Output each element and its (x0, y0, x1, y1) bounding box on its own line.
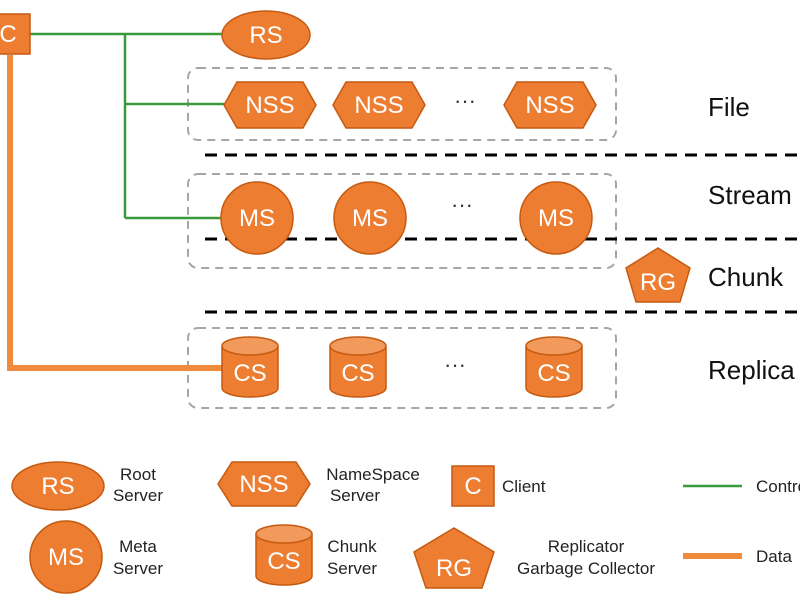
cs-label-2: CS (341, 360, 374, 387)
legend-client-label: Client (502, 477, 546, 496)
ms-label-3: MS (538, 205, 574, 232)
cs-node-2: CS (329, 336, 387, 398)
legend-rs-line1: Root (120, 465, 156, 484)
cs-label-1: CS (233, 360, 266, 387)
legend-cs-line1: Chunk (327, 537, 377, 556)
nss-label-3: NSS (525, 92, 574, 119)
control-lines (30, 32, 224, 220)
legend-rg-line2: Garbage Collector (517, 559, 655, 578)
ms-node-2: MS (333, 181, 407, 255)
legend-cs-line2: Server (327, 559, 377, 578)
legend: RS Root Server NSS NameSpace Server C Cl… (11, 461, 800, 594)
layer-label-stream: Stream (708, 180, 792, 210)
nss-label-1: NSS (245, 92, 294, 119)
ms-node-3: MS (519, 181, 593, 255)
legend-data-label: Data (756, 547, 792, 566)
ms-label-1: MS (239, 205, 275, 232)
layer-label-file: File (708, 92, 750, 122)
nss-node-3: NSS (503, 81, 597, 129)
layer-label-replica: Replica (708, 355, 795, 385)
root-server-node: RS (221, 10, 311, 60)
legend-ms-line2: Server (113, 559, 163, 578)
rg-label: RG (640, 269, 676, 296)
nss-node-1: NSS (223, 81, 317, 129)
rg-node: RG (625, 247, 691, 303)
svg-text:RS: RS (41, 473, 74, 500)
nss-ellipsis: ··· (454, 88, 476, 113)
nss-node-2: NSS (332, 81, 426, 129)
cs-node-3: CS (525, 336, 583, 398)
ms-label-2: MS (352, 205, 388, 232)
data-line (7, 55, 222, 371)
legend-rg-symbol: RG (413, 527, 495, 589)
legend-nss-symbol: NSS (217, 461, 311, 507)
svg-text:RG: RG (436, 555, 472, 582)
stream-layer-group (187, 173, 617, 269)
cs-node-1: CS (221, 336, 279, 398)
legend-rg-line1: Replicator (548, 537, 625, 556)
legend-rs-symbol: RS (11, 461, 105, 511)
svg-text:CS: CS (267, 548, 300, 575)
root-server-label: RS (249, 22, 282, 49)
legend-ms-symbol: MS (29, 520, 103, 594)
legend-c-symbol: C (451, 465, 495, 507)
legend-nss-line1: NameSpace (326, 465, 420, 484)
client-label: C (0, 21, 17, 48)
client-node: C (0, 13, 31, 55)
layer-label-chunk: Chunk (708, 262, 784, 292)
cs-label-3: CS (537, 360, 570, 387)
nss-label-2: NSS (354, 92, 403, 119)
ms-ellipsis: ··· (451, 192, 473, 217)
legend-control-label: Control (756, 477, 800, 496)
svg-text:NSS: NSS (239, 471, 288, 498)
svg-text:MS: MS (48, 544, 84, 571)
legend-ms-line1: Meta (119, 537, 157, 556)
svg-text:C: C (464, 473, 481, 500)
ms-node-1: MS (220, 181, 294, 255)
legend-rs-line2: Server (113, 486, 163, 505)
legend-cs-symbol: CS (255, 524, 313, 586)
legend-nss-line2: Server (330, 486, 380, 505)
cs-ellipsis: ··· (444, 352, 466, 377)
